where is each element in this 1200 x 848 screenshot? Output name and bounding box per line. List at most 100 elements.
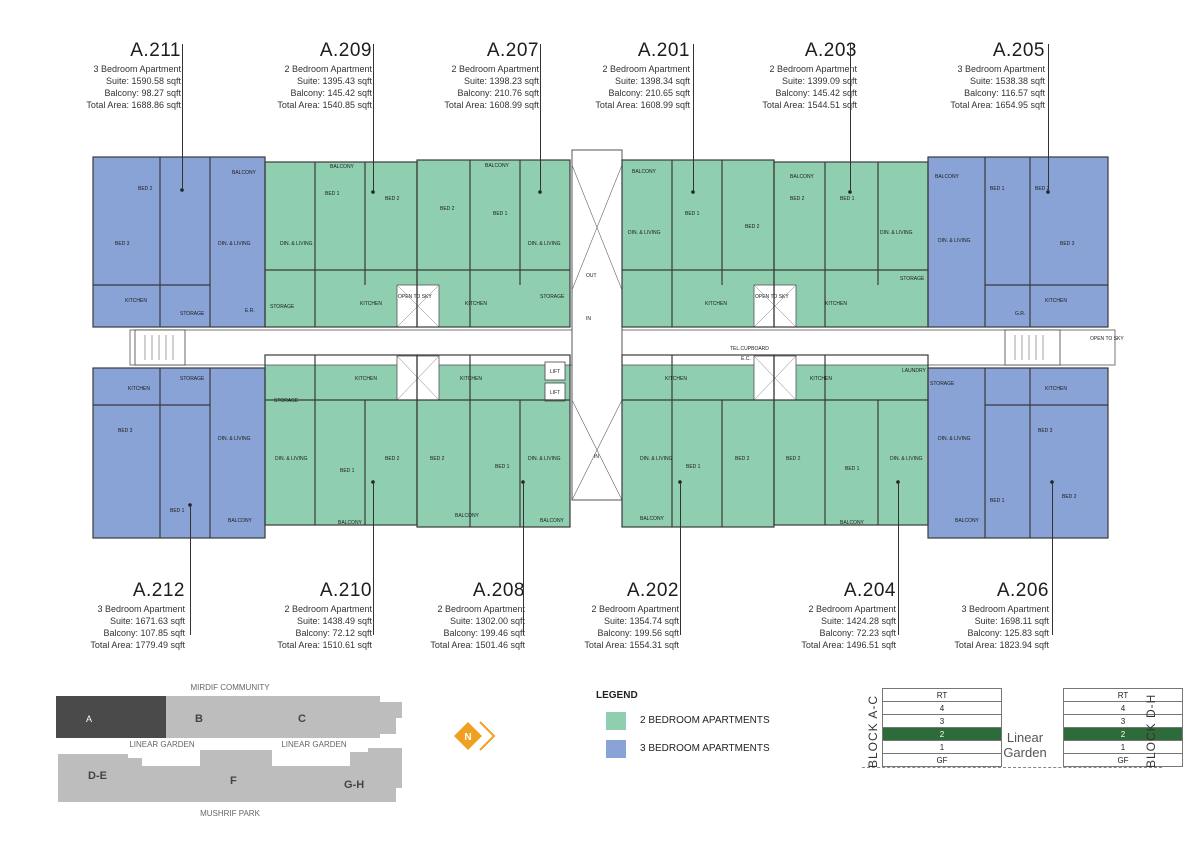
unit-a209-area[interactable] [265,162,417,327]
site-block-de[interactable] [58,754,142,802]
compass-letter: N [464,732,471,743]
room-label: E.C. [741,356,751,362]
unit-id: A.208 [472,580,525,601]
unit-a202-area[interactable] [622,355,774,527]
room-label: DIN. & LIVING [628,230,661,236]
room-label: BED 2 [138,186,153,192]
unit-a203-area[interactable] [774,162,928,327]
room-label: BED 1 [340,468,355,474]
room-label: BALCONY [232,170,257,176]
unit-total: Total Area: 1608.99 sqft [595,100,690,110]
floor-level-2[interactable]: 2 [882,727,1002,741]
floor-level-gf[interactable]: GF [882,753,1002,767]
room-label: OPEN TO SKY [1090,336,1124,342]
room-label: STORAGE [900,276,925,282]
room-label: KITCHEN [1045,386,1067,392]
room-label: OPEN TO SKY [755,294,789,300]
room-label: BED 3 [1038,428,1053,434]
room-label: G.R. [1015,311,1025,317]
site-block-b[interactable] [166,696,278,738]
unit-total: Total Area: 1544.51 sqft [762,100,857,110]
leader-line [850,44,851,192]
floor-baseline [862,767,1162,768]
unit-total: Total Area: 1501.46 sqft [430,640,525,650]
room-label: STORAGE [274,398,299,404]
floor-level-1[interactable]: 1 [882,740,1002,754]
floor-level-4[interactable]: 4 [882,701,1002,715]
room-label: STORAGE [540,294,565,300]
unit-id: A.201 [637,40,690,61]
room-label: BED 2 [440,206,455,212]
unit-a206-area[interactable] [928,368,1108,538]
unit-suite: Suite: 1590.58 sqft [105,76,181,86]
legend-item-3bed: 3 BEDROOM APARTMENTS [606,740,866,760]
room-label: LAUNDRY [902,368,926,374]
legend-swatch-3bed [606,740,626,758]
unit-total: Total Area: 1540.85 sqft [277,100,372,110]
room-label: BED 1 [495,464,510,470]
unit-total: Total Area: 1554.31 sqft [584,640,679,650]
unit-type: 3 Bedroom Apartment [957,64,1045,74]
site-block-f[interactable] [142,750,272,802]
floor-level-1[interactable]: 1 [1063,740,1183,754]
leader-line [693,44,694,192]
unit-a205-area[interactable] [928,157,1108,327]
site-block-gh[interactable] [272,748,402,802]
unit-a210-area[interactable] [265,355,417,525]
floor-level-rt[interactable]: RT [1063,688,1183,702]
floor-level-4[interactable]: 4 [1063,701,1183,715]
floor-level-rt[interactable]: RT [882,688,1002,702]
unit-id: A.202 [626,580,679,601]
room-label: BALCONY [935,174,960,180]
block-a-c-label: BLOCK A-C [866,694,880,768]
room-label: BED 2 [1035,186,1050,192]
room-label: DIN. & LIVING [640,456,673,462]
site-block-c[interactable] [278,696,402,738]
unit-type: 2 Bedroom Apartment [451,64,539,74]
unit-total: Total Area: 1496.51 sqft [801,640,896,650]
north-compass-icon: N [454,721,496,751]
room-label: KITCHEN [125,298,147,304]
room-label: BALCONY [640,516,665,522]
site-map-top-label: MIRDIF COMMUNITY [190,683,270,692]
room-label: DIN. & LIVING [938,436,971,442]
site-block-a[interactable] [56,696,166,738]
room-label: DIN. & LIVING [938,238,971,244]
room-label: DIN. & LIVING [218,436,251,442]
room-label: IN [586,316,591,322]
floor-level-3[interactable]: 3 [882,714,1002,728]
unit-id: A.210 [319,580,372,601]
room-label: BED 1 [686,464,701,470]
unit-a204-area[interactable] [774,355,928,525]
unit-a212-area[interactable] [93,368,265,538]
room-label: KITCHEN [128,386,150,392]
room-label: DIN. & LIVING [218,241,251,247]
unit-a201-area[interactable] [622,160,774,327]
unit-a208-area[interactable] [417,355,570,527]
right-stair [1004,329,1061,366]
floor-level-gf[interactable]: GF [1063,753,1183,767]
room-label: LIFT [550,390,560,396]
room-label: DIN. & LIVING [528,241,561,247]
room-label: BALCONY [840,520,865,526]
site-map-bottom-label: MUSHRIF PARK [200,809,261,818]
unit-id: A.204 [843,580,896,601]
unit-a207-area[interactable] [417,160,570,327]
floor-level-3[interactable]: 3 [1063,714,1183,728]
unit-suite: Suite: 1424.28 sqft [820,616,896,626]
unit-suite: Suite: 1438.49 sqft [296,616,372,626]
unit-type: 3 Bedroom Apartment [961,604,1049,614]
room-label: IN [594,454,599,460]
leader-line [523,482,524,635]
site-block-lower [58,748,402,802]
room-label: BED 3 [1060,241,1075,247]
floor-level-2[interactable]: 2 [1063,727,1183,741]
room-label: BED 3 [118,428,133,434]
room-label: BALCONY [330,164,355,170]
room-label: KITCHEN [810,376,832,382]
unit-a211-area[interactable] [93,157,265,327]
room-label: KITCHEN [1045,298,1067,304]
